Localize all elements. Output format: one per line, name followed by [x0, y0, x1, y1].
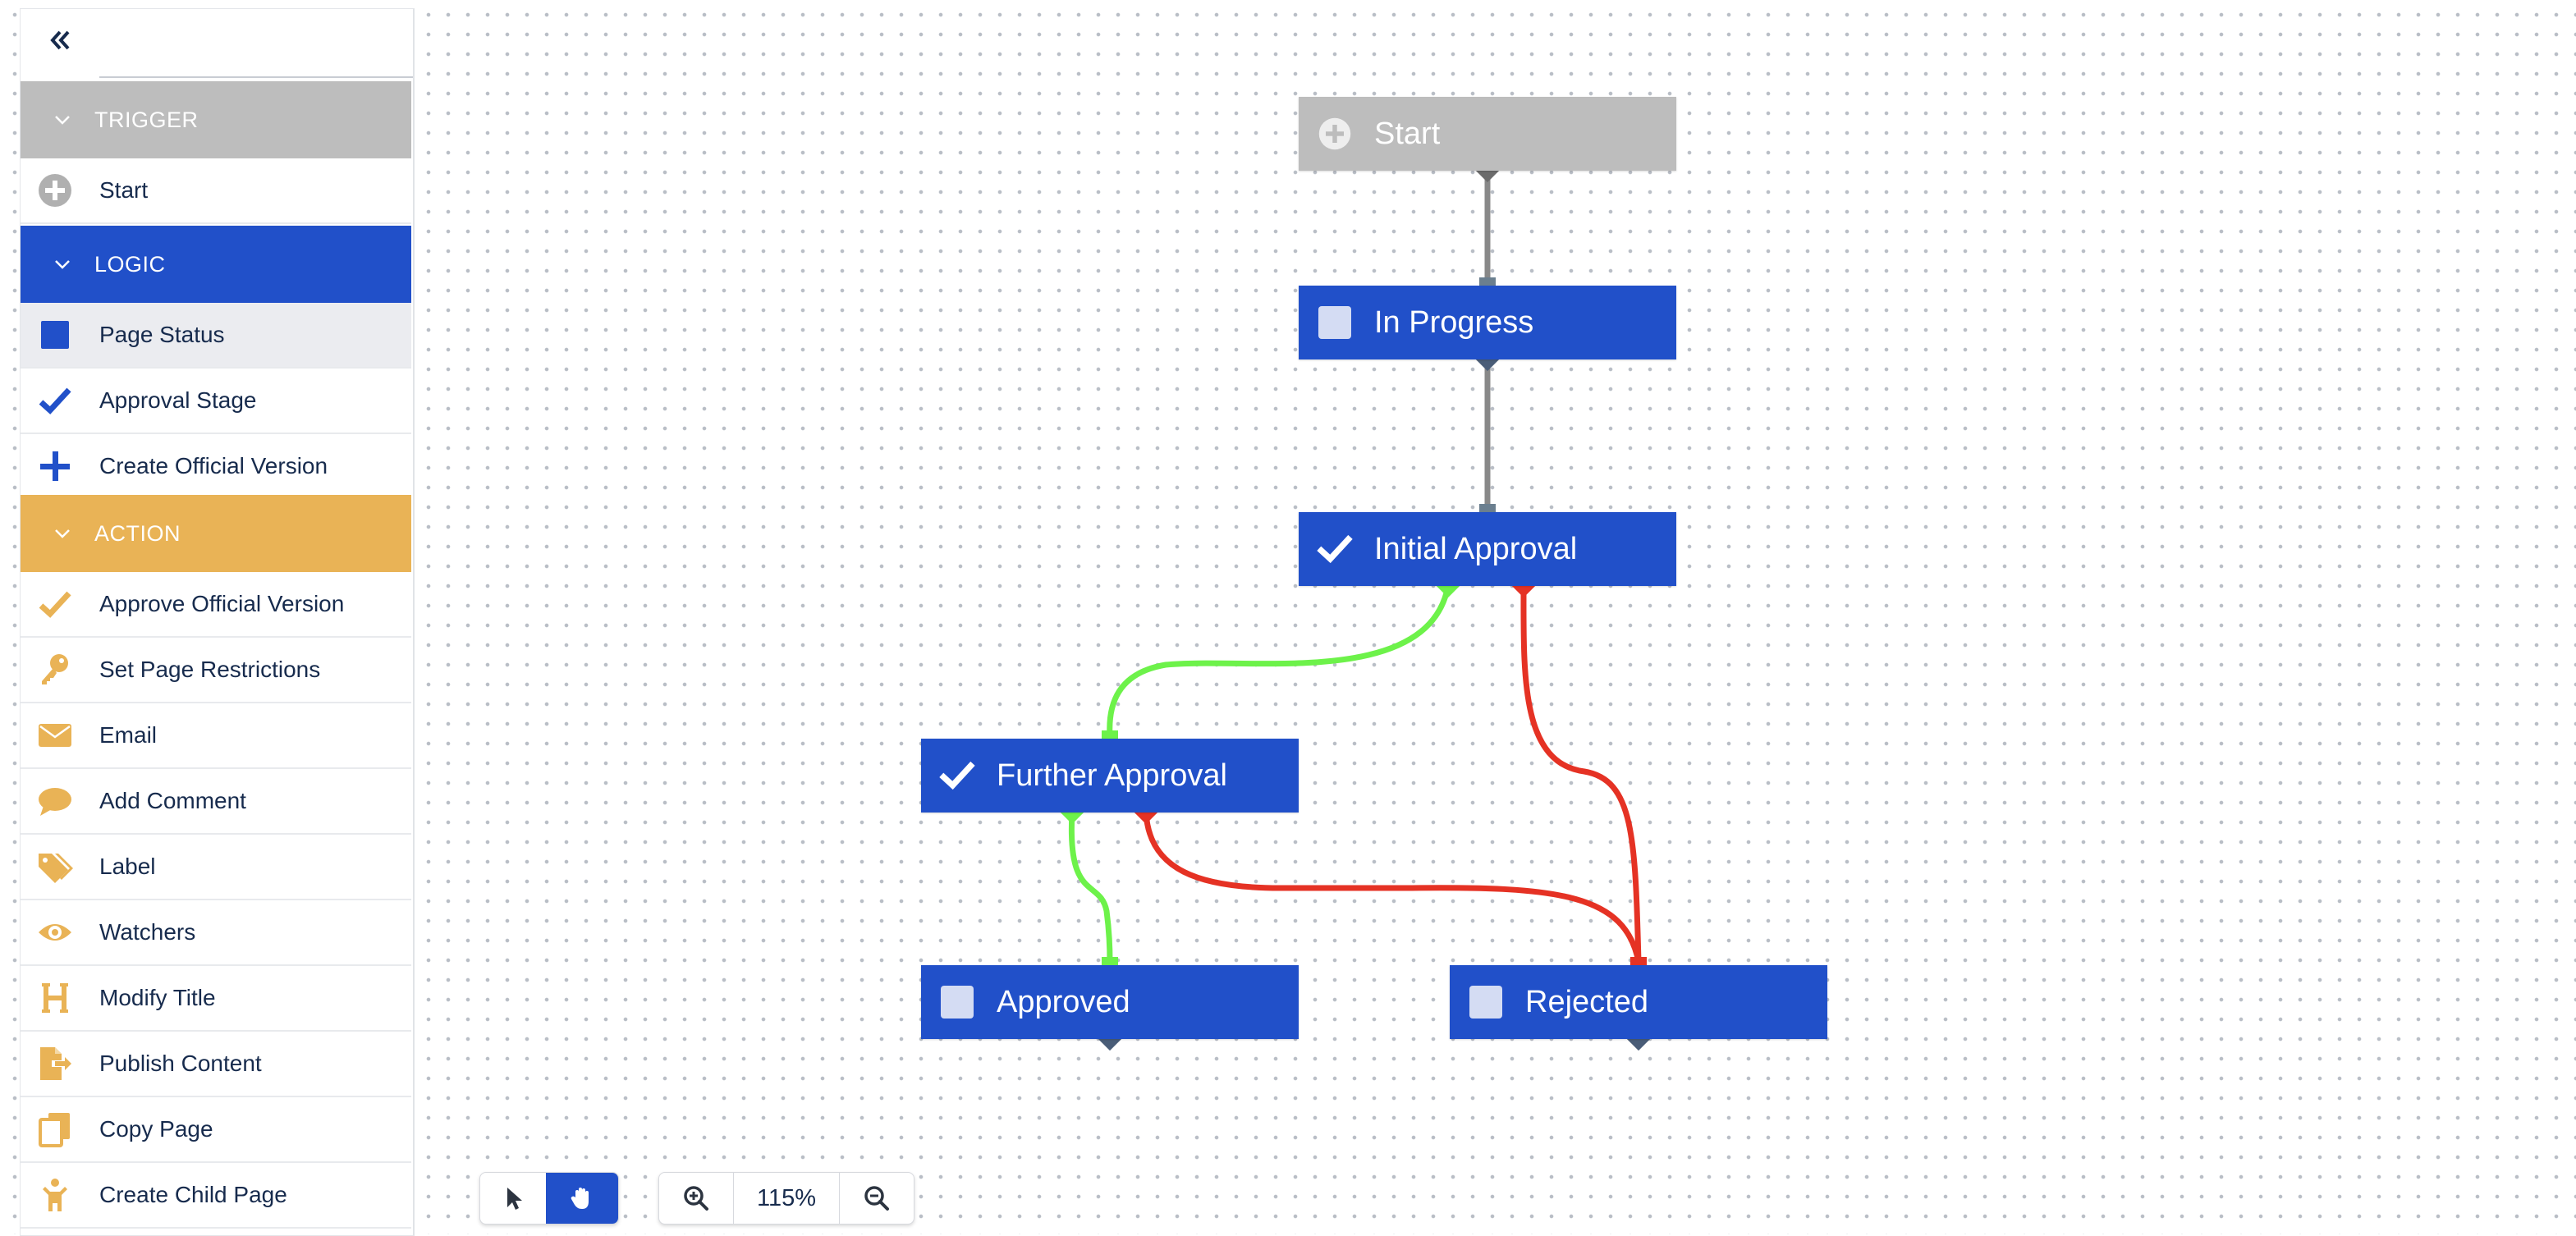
node-label: Start: [1374, 116, 1441, 151]
palette-item-approve-official-version[interactable]: Approve Official Version: [21, 572, 411, 638]
double-chevron-left-icon: [50, 30, 70, 50]
file-export-icon: [35, 1044, 75, 1083]
pointer-icon: [507, 1188, 522, 1210]
item-label: Label: [99, 854, 156, 879]
port-rejected-in[interactable]: [1630, 957, 1647, 967]
item-label: Create Child Page: [99, 1182, 287, 1207]
palette-item-create-child-page[interactable]: Create Child Page: [21, 1163, 411, 1229]
palette-item-start[interactable]: Start: [21, 158, 411, 224]
edge-further-approval-to-rejected[interactable]: [1143, 812, 1642, 963]
palette-item-email[interactable]: Email: [21, 703, 411, 769]
collapse-sidebar-button[interactable]: [44, 24, 76, 57]
section-logic-header[interactable]: LOGIC: [21, 226, 411, 303]
plus-circle-icon: [35, 171, 75, 210]
zoom-out-icon: [864, 1186, 889, 1211]
envelope-icon: [35, 716, 75, 755]
zoom-controls: 115%: [658, 1172, 914, 1225]
tags-icon: [35, 847, 75, 886]
section-label: TRIGGER: [94, 107, 199, 132]
key-icon: [35, 650, 75, 689]
item-label: Approval Stage: [99, 387, 257, 413]
edge-initial-to-further-approval[interactable]: [1107, 585, 1451, 736]
item-label: Approve Official Version: [99, 591, 345, 616]
plus-circle-icon: [1317, 116, 1353, 152]
edge-initial-approval-to-rejected[interactable]: [1520, 585, 1642, 963]
select-tool-button[interactable]: [480, 1173, 546, 1224]
node-start[interactable]: Start: [1299, 97, 1676, 171]
heading-icon: [35, 978, 75, 1018]
component-palette: TRIGGER Start LOGIC Page Status Approval…: [20, 8, 415, 1236]
item-label: Modify Title: [99, 985, 216, 1010]
port-initial-approval-in[interactable]: [1479, 504, 1496, 514]
section-label: ACTION: [94, 520, 181, 546]
port-further-approval-in[interactable]: [1102, 730, 1118, 740]
palette-item-publish-content[interactable]: Publish Content: [21, 1032, 411, 1097]
section-action-header[interactable]: ACTION: [21, 495, 411, 572]
item-label: Start: [99, 177, 149, 203]
chevron-down-icon: [55, 116, 70, 125]
pan-tool-button[interactable]: [546, 1173, 618, 1224]
node-label: Initial Approval: [1374, 531, 1578, 566]
node-further-approval[interactable]: Further Approval: [921, 739, 1299, 813]
checkmark-icon: [939, 758, 975, 794]
speech-bubble-icon: [35, 781, 75, 821]
palette-search-input[interactable]: [99, 25, 413, 78]
palette-item-modify-title[interactable]: Modify Title: [21, 966, 411, 1032]
section-trigger-header[interactable]: TRIGGER: [21, 81, 411, 158]
node-rejected[interactable]: Rejected: [1450, 965, 1827, 1039]
node-initial-approval[interactable]: Initial Approval: [1299, 512, 1676, 586]
port-approved-in[interactable]: [1102, 957, 1118, 967]
port-in-progress-in[interactable]: [1479, 277, 1496, 287]
square-icon: [939, 984, 975, 1020]
zoom-level: 115%: [733, 1173, 840, 1224]
node-label: Further Approval: [997, 758, 1227, 793]
square-icon: [1317, 304, 1353, 341]
chevron-down-icon: [55, 529, 70, 538]
item-label: Email: [99, 722, 158, 748]
item-label: Copy Page: [99, 1116, 213, 1142]
palette-item-page-status[interactable]: Page Status: [21, 303, 411, 369]
item-label: Add Comment: [99, 788, 246, 813]
palette-item-copy-page[interactable]: Copy Page: [21, 1097, 411, 1163]
checkmark-icon: [35, 584, 75, 624]
square-icon: [35, 315, 75, 355]
node-approved[interactable]: Approved: [921, 965, 1299, 1039]
palette-item-set-page-restrictions[interactable]: Set Page Restrictions: [21, 638, 411, 703]
zoom-out-button[interactable]: [840, 1173, 914, 1224]
node-label: Rejected: [1525, 984, 1648, 1019]
plus-icon: [35, 446, 75, 486]
palette-item-label[interactable]: Label: [21, 835, 411, 900]
palette-item-watchers[interactable]: Watchers: [21, 900, 411, 966]
node-in-progress[interactable]: In Progress: [1299, 286, 1676, 359]
square-icon: [1468, 984, 1504, 1020]
child-icon: [35, 1175, 75, 1215]
palette-item-create-official-version[interactable]: Create Official Version: [21, 434, 411, 500]
chevron-down-icon: [55, 260, 70, 269]
copy-icon: [35, 1110, 75, 1149]
item-label: Page Status: [99, 322, 225, 347]
edge-further-approval-to-approved[interactable]: [1068, 812, 1113, 963]
palette-item-approval-stage[interactable]: Approval Stage: [21, 369, 411, 434]
zoom-in-icon: [684, 1186, 708, 1211]
palette-item-add-comment[interactable]: Add Comment: [21, 769, 411, 835]
item-label: Watchers: [99, 919, 196, 945]
item-label: Set Page Restrictions: [99, 657, 321, 682]
node-label: In Progress: [1374, 304, 1534, 340]
eye-icon: [35, 913, 75, 952]
node-label: Approved: [997, 984, 1130, 1019]
checkmark-icon: [35, 381, 75, 420]
item-label: Publish Content: [99, 1051, 262, 1076]
hand-icon: [571, 1188, 589, 1209]
zoom-in-button[interactable]: [659, 1173, 733, 1224]
checkmark-icon: [1317, 531, 1353, 567]
tool-selector: [479, 1172, 619, 1225]
item-label: Create Official Version: [99, 453, 328, 478]
section-label: LOGIC: [94, 251, 166, 277]
